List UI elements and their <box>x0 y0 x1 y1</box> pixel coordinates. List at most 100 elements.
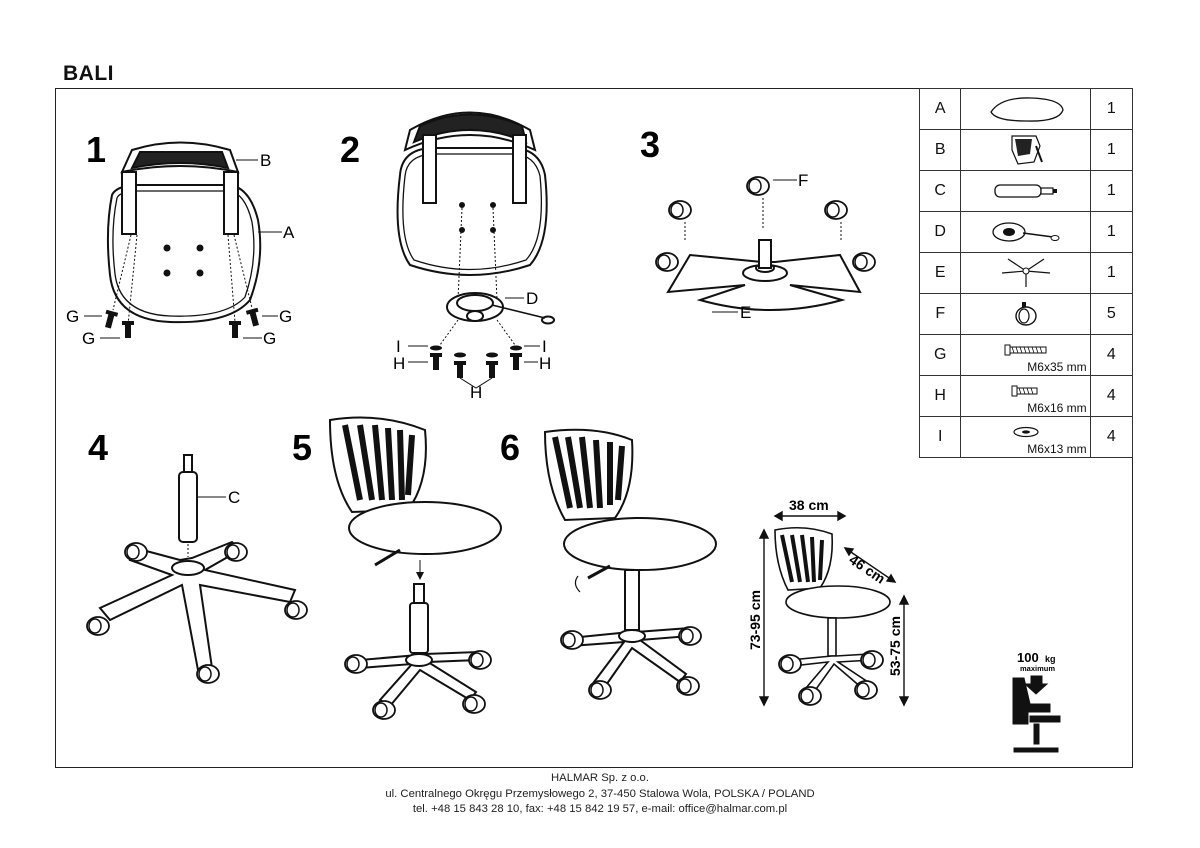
step-2-screw <box>510 353 522 370</box>
step-5-base <box>359 583 479 708</box>
part-qty: 4 <box>1089 334 1134 376</box>
caster-icon <box>344 654 368 674</box>
seat-icon <box>989 97 1064 122</box>
step-1-screw <box>229 321 241 338</box>
part-qty: 4 <box>1089 375 1134 417</box>
callout-f: F <box>798 171 808 190</box>
parts-row: F 5 <box>918 293 1134 335</box>
caster-icon <box>468 650 492 670</box>
step-2-seat-mechanism <box>396 111 555 346</box>
bolt-short-icon <box>1011 385 1038 397</box>
part-letter: G <box>918 334 962 376</box>
caster-icon <box>778 654 802 674</box>
mechanism-icon <box>991 222 1060 242</box>
step-1-screw <box>245 307 262 328</box>
callout-g: G <box>279 307 292 326</box>
caster-icon <box>560 630 584 650</box>
dimension-height: 73-95 cm <box>747 590 763 650</box>
callout-e: E <box>740 303 751 322</box>
caster-icon <box>860 650 884 670</box>
page-title: BALI <box>63 62 114 85</box>
step-2-washers <box>430 345 522 358</box>
part-letter: I <box>918 416 962 458</box>
step-5-number: 5 <box>292 427 312 468</box>
callout-a: A <box>283 223 295 242</box>
caster-icon <box>655 252 679 272</box>
caster-icon <box>462 694 486 714</box>
step-4-base-gas-lift <box>98 454 297 672</box>
caster-icon <box>1014 302 1037 326</box>
part-image <box>960 129 1091 171</box>
company-name: HALMAR Sp. z o.o. <box>551 772 649 784</box>
step-1-screw <box>102 309 119 330</box>
parts-table: A 1 B 1 C 1 D 1 E 1 F 5 <box>918 88 1134 458</box>
part-size: M6x35 mm <box>1027 360 1087 374</box>
step-2-screw <box>454 361 466 378</box>
caster-icon <box>284 600 308 620</box>
caster-icon <box>676 676 700 696</box>
callout-g: G <box>82 329 95 348</box>
callout-i: I <box>396 337 401 356</box>
part-qty: 1 <box>1089 88 1134 130</box>
part-letter: F <box>918 293 962 335</box>
part-image <box>960 293 1091 335</box>
caster-icon <box>852 252 876 272</box>
company-contact: tel. +48 15 843 28 10, fax: +48 15 842 1… <box>412 803 788 815</box>
parts-row: A 1 <box>918 88 1134 130</box>
callout-c: C <box>228 488 240 507</box>
star-base-icon <box>1001 258 1050 287</box>
part-qty: 1 <box>1089 129 1134 171</box>
company-footer: HALMAR Sp. z o.o. ul. Centralnego Okręgu… <box>0 771 1200 818</box>
company-address: ul. Centralnego Okręgu Przemysłowego 2, … <box>385 787 815 800</box>
instruction-frame <box>55 88 1133 768</box>
part-qty: 1 <box>1089 211 1134 253</box>
callout-g: G <box>263 329 276 348</box>
part-image: M6x13 mm <box>960 416 1091 458</box>
step-2-screw <box>486 361 498 378</box>
load-value: 100 <box>1017 650 1039 665</box>
part-qty: 5 <box>1089 293 1134 335</box>
backrest-icon <box>1010 135 1043 165</box>
load-label: maximum <box>1020 664 1055 673</box>
part-letter: C <box>918 170 962 212</box>
caster-icon <box>224 542 248 562</box>
load-unit: kg <box>1045 654 1056 664</box>
step-1-seat-underside <box>106 141 262 326</box>
part-size: M6x16 mm <box>1027 401 1087 415</box>
step-6-number: 6 <box>500 427 520 468</box>
part-qty: 1 <box>1089 252 1134 294</box>
caster-icon <box>746 176 770 196</box>
gas-lift-icon <box>993 184 1057 198</box>
step-4-number: 4 <box>88 427 108 468</box>
part-letter: B <box>918 129 962 171</box>
step-3-star-base <box>666 239 862 311</box>
step-3-number: 3 <box>640 124 660 165</box>
part-letter: H <box>918 375 962 417</box>
callout-h: H <box>470 383 482 402</box>
dimension-seat-height: 53-75 cm <box>887 616 903 676</box>
dimension-arrows <box>758 510 910 707</box>
weight-limit-icon <box>1012 675 1061 753</box>
parts-row: B 1 <box>918 129 1134 171</box>
callout-g: G <box>66 307 79 326</box>
caster-icon <box>824 200 848 220</box>
caster-icon <box>196 664 220 684</box>
step-3-guides <box>684 198 842 242</box>
step-1-number: 1 <box>86 129 106 170</box>
rotate-arrow-icon <box>574 575 581 593</box>
parts-row: I M6x13 mm 4 <box>918 416 1134 458</box>
part-image <box>960 170 1091 212</box>
callout-d: D <box>526 289 538 308</box>
caster-icon <box>854 680 878 700</box>
parts-row: D 1 <box>918 211 1134 253</box>
step-6-assembled-chair <box>543 428 717 690</box>
caster-icon <box>668 200 692 220</box>
callout-h: H <box>539 354 551 373</box>
caster-icon <box>798 686 822 706</box>
part-image <box>960 211 1091 253</box>
washer-icon <box>1012 426 1039 438</box>
part-letter: D <box>918 211 962 253</box>
caster-icon <box>678 626 702 646</box>
part-image: M6x16 mm <box>960 375 1091 417</box>
